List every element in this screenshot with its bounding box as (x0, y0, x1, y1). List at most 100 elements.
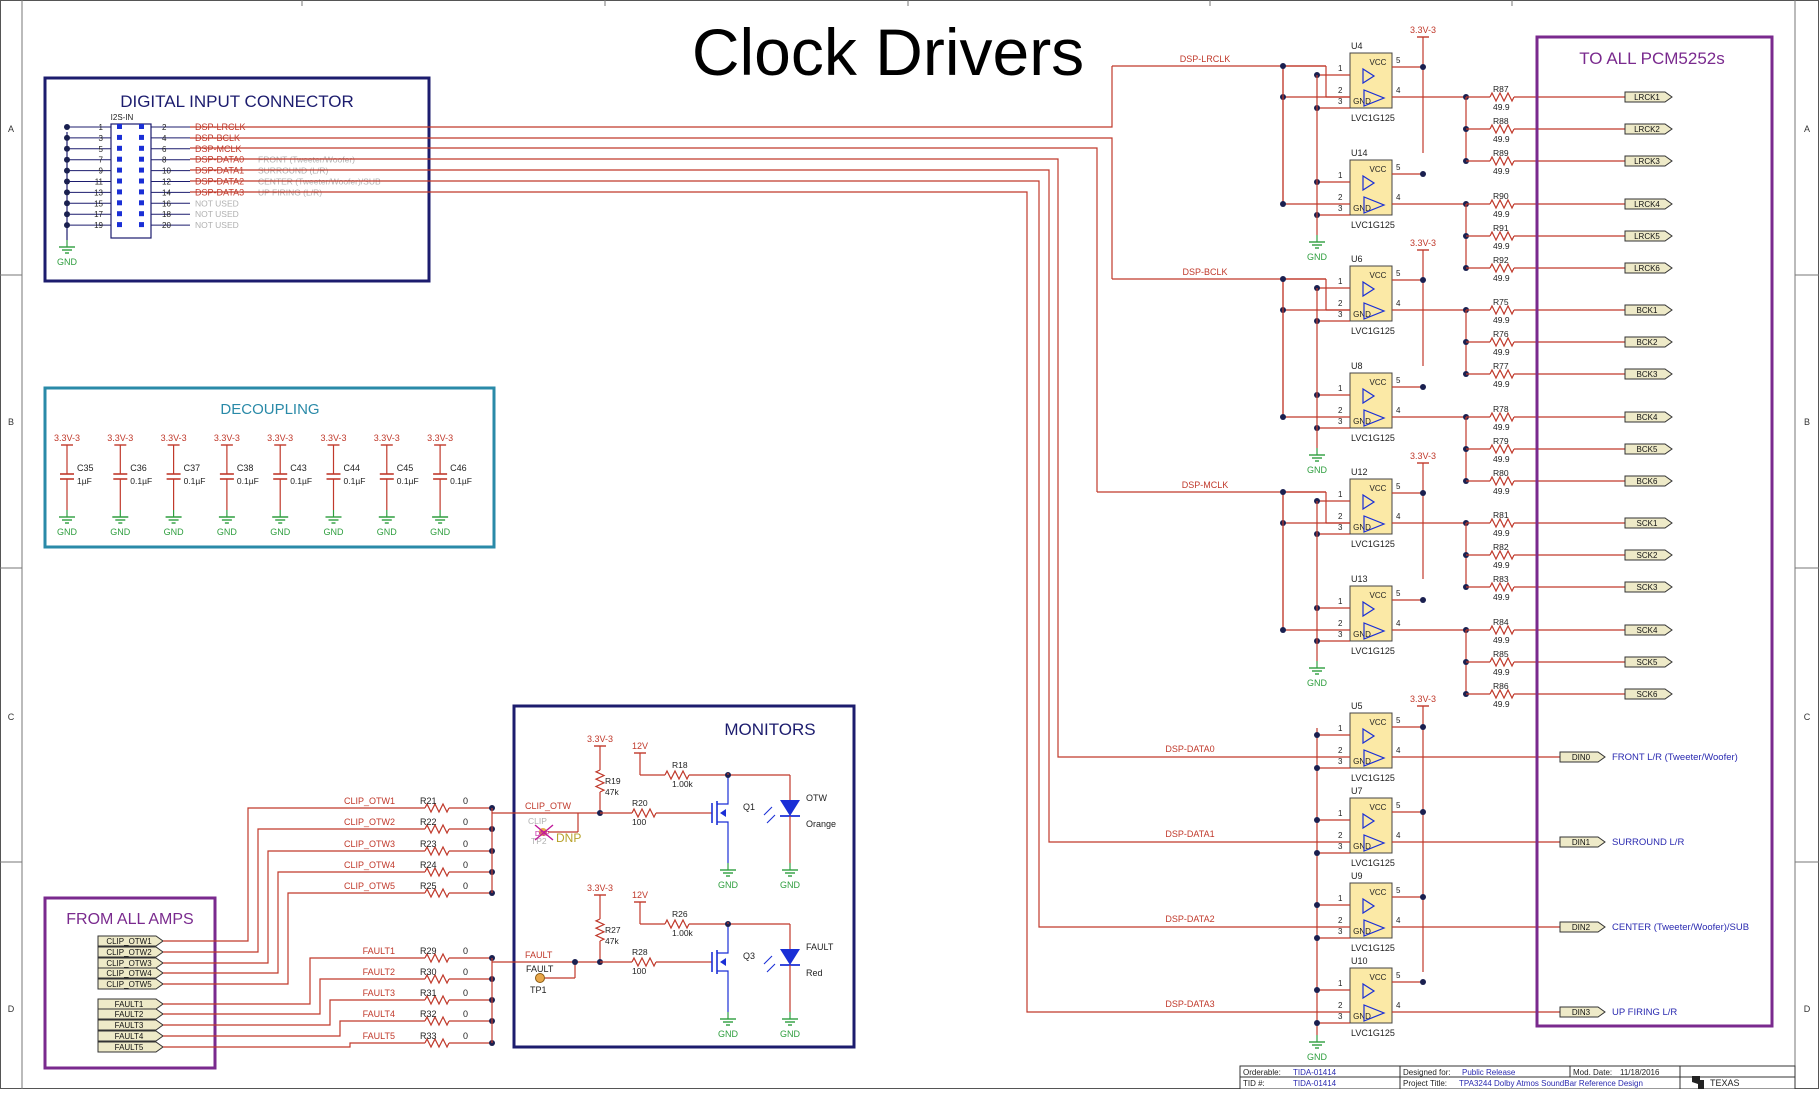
chip-enable-buffer (1362, 600, 1376, 618)
gnd-symbol: GND (270, 510, 291, 537)
chip-body (1349, 882, 1393, 939)
chip-buffer-triangle (1363, 622, 1386, 640)
chip-refdes: U4 (1351, 41, 1363, 51)
frame-row-letter: C (8, 712, 15, 722)
junction-dot (1280, 276, 1286, 282)
pin-number: 12 (162, 178, 171, 187)
chip-pin: 5 (1396, 163, 1401, 172)
chip-refdes: U9 (1351, 871, 1363, 881)
chip-refdes: U8 (1351, 361, 1363, 371)
gnd-symbol: GND (1307, 661, 1328, 688)
led-ray (763, 806, 773, 816)
pin-number: 1 (99, 123, 104, 132)
net-tag-text: SCK4 (1637, 626, 1658, 635)
decoupling-box-title: DECOUPLING (220, 401, 319, 418)
chip-enable-buffer (1362, 493, 1376, 511)
rail-label: 3.3V-3 (267, 433, 293, 443)
chip-part: LVC1G125 (1351, 433, 1395, 443)
power-rail: 3.3V-3 (1410, 451, 1436, 464)
net-tag-shape (1624, 155, 1673, 167)
gnd-symbol: GND (718, 863, 739, 890)
resistor-refdes: R91 (1493, 223, 1509, 233)
net-tag-shape (97, 1041, 164, 1053)
chip-body (1349, 585, 1393, 642)
fault-net-label: FAULT3 (363, 988, 395, 998)
net-tag-shape (1624, 123, 1673, 135)
clip-net-tag: CLIP_OTW4 (97, 967, 164, 979)
data-net-tag: DIN1 (1559, 836, 1606, 848)
clip-resistor-value: 0 (463, 817, 468, 827)
monitors-block: MONITORSCLIP_OTW3.3V-3R1947kR20100Q112VR… (492, 704, 856, 1049)
pin-number: 9 (99, 167, 104, 176)
junction-dot (1314, 850, 1320, 856)
rail-label: 3.3V-3 (374, 433, 400, 443)
rail-label: 3.3V-3 (1410, 451, 1436, 461)
from-amps-box-title: FROM ALL AMPS (66, 911, 193, 928)
fault-resistor (424, 1015, 450, 1027)
clip-resistor-refdes: R25 (420, 881, 437, 891)
led-refdes: FAULT (806, 942, 834, 952)
gate-resistor-refdes: R28 (632, 947, 648, 957)
gnd-symbol: GND (780, 863, 801, 890)
chip-pin: 3 (1338, 630, 1343, 639)
chip-pin: 2 (1338, 619, 1343, 628)
net-tag-shape (1624, 549, 1673, 561)
chip-vcc-label: VCC (1370, 271, 1387, 280)
gnd-symbol: GND (780, 1012, 801, 1039)
chip-pin: 1 (1338, 979, 1343, 988)
connector-net-label: DSP-DATA0 (195, 155, 244, 165)
clock-driver-block: DSP-LRCLK3.3V-3U4VCCGNDLVC1G12512345R874… (190, 25, 1749, 1062)
junction-dot (1280, 414, 1286, 420)
cap-refdes: C46 (450, 463, 467, 473)
monitors-box-title: MONITORS (724, 720, 815, 739)
mosfet-source (717, 970, 729, 1012)
net-tag-text: BCK1 (1637, 306, 1658, 315)
chip-buffer-triangle (1363, 196, 1386, 214)
series-resistor (1489, 411, 1515, 423)
chip-pin: 5 (1396, 801, 1401, 810)
fault-resistor-refdes: R29 (420, 946, 437, 956)
net-tag-text: LRCK1 (1634, 93, 1660, 102)
cap-value: 0.1µF (130, 476, 152, 486)
chip-part: LVC1G125 (1351, 773, 1395, 783)
clip-net-tag: CLIP_OTW2 (97, 946, 164, 958)
series-resistor (1489, 155, 1515, 167)
chip-pin: 1 (1338, 277, 1343, 286)
junction-dot (1314, 817, 1320, 823)
pin-pad (117, 167, 122, 173)
junction-dot (1314, 1020, 1320, 1026)
series-resistor (1489, 336, 1515, 348)
chip-gnd-label: GND (1353, 630, 1371, 639)
chip-gnd-label: GND (1353, 842, 1371, 851)
net-tag-shape (1559, 751, 1606, 763)
to-all-box-title: TO ALL PCM5252s (1579, 49, 1725, 68)
clip-wire (163, 807, 400, 942)
net-tag-shape (1559, 921, 1606, 933)
dnf-mark: DNF (535, 831, 549, 838)
gnd-label: GND (1307, 1052, 1328, 1062)
net-tag-text: LRCK6 (1634, 264, 1660, 273)
frame-row-letter: B (8, 417, 14, 427)
chip-pin: 4 (1396, 831, 1401, 840)
junction-dot (1280, 489, 1286, 495)
chip-part: LVC1G125 (1351, 646, 1395, 656)
pin-number: 6 (162, 145, 167, 154)
chip-pin: 3 (1338, 1012, 1343, 1021)
titleblock-value: TIDA-01414 (1293, 1068, 1337, 1077)
chip-pin: 2 (1338, 916, 1343, 925)
chip-refdes: U13 (1351, 574, 1368, 584)
data-net-description: FRONT L/R (Tweeter/Woofer) (1612, 752, 1738, 763)
gnd-label: GND (718, 1029, 739, 1039)
output-net-tag: LRCK1 (1624, 91, 1673, 103)
pin-pad (139, 134, 144, 140)
driver-net-label: DSP-LRCLK (1180, 54, 1231, 64)
drain-resistor-refdes: R26 (672, 909, 688, 919)
drain-resistor (664, 769, 690, 781)
resistor-refdes: R81 (1493, 510, 1509, 520)
chip-pin: 1 (1338, 809, 1343, 818)
dnp-cross (534, 824, 554, 841)
output-net-tag: LRCK3 (1624, 155, 1673, 167)
pin-number: 14 (162, 188, 171, 197)
gnd-symbol: GND (164, 510, 184, 537)
